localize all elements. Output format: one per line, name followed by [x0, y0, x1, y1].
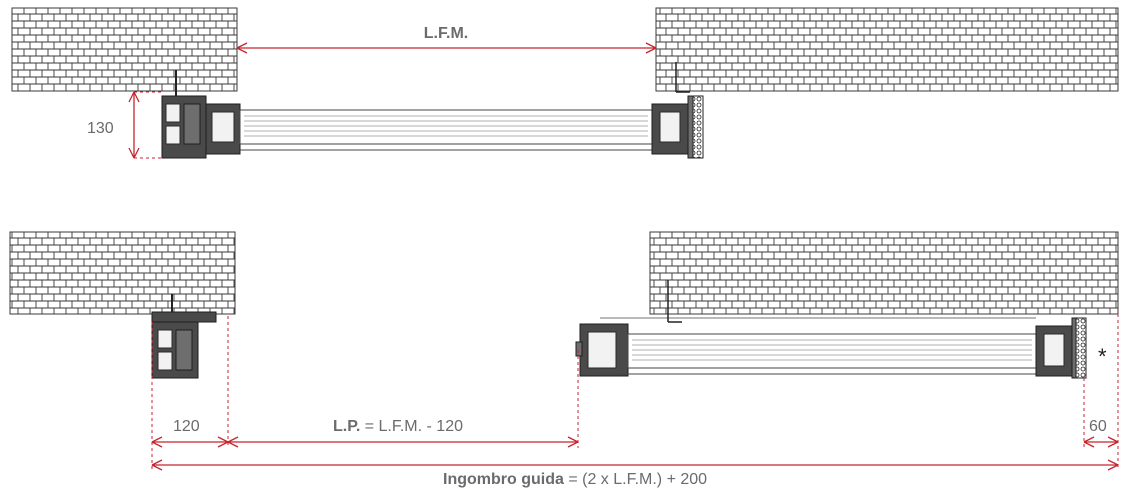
ingombro-formula: = (2 x L.F.M.) + 200	[564, 471, 707, 488]
top-left-wall	[11, 7, 238, 92]
lp-bold: L.P.	[333, 418, 360, 435]
top-glass-sash	[239, 109, 653, 151]
bottom-right-wall	[649, 231, 1119, 315]
bottom-assembly: * 120 L.P. = L.F.M. - 120 60	[9, 231, 1119, 488]
lfm-label: L.F.M.	[424, 25, 468, 42]
top-right-wall	[655, 7, 1119, 92]
ingombro-label: Ingombro guida = (2 x L.F.M.) + 200	[443, 471, 707, 488]
dim-60: 60	[1083, 418, 1119, 448]
height-130-label: 130	[87, 120, 114, 137]
dim-ingombro: Ingombro guida = (2 x L.F.M.) + 200	[151, 459, 1119, 488]
dim-60-label: 60	[1089, 418, 1107, 435]
bottom-left-wall	[9, 231, 236, 315]
top-brush-seal	[692, 95, 704, 159]
dim-lp: L.P. = L.F.M. - 120	[227, 418, 579, 448]
lp-formula: = L.F.M. - 120	[360, 418, 463, 435]
bottom-left-guide-profile	[151, 294, 217, 379]
dim-120-label: 120	[173, 418, 200, 435]
height-dimension: 130	[87, 91, 162, 159]
bottom-brush-seal	[1075, 317, 1087, 379]
bottom-moving-sash	[575, 317, 1037, 377]
top-assembly: L.F.M. 130	[11, 7, 1119, 159]
lp-label: L.P. = L.F.M. - 120	[333, 418, 463, 435]
asterisk-mark: *	[1098, 344, 1107, 369]
ingombro-bold: Ingombro guida	[443, 471, 564, 488]
dim-120: 120	[151, 418, 229, 448]
top-left-guide-profile	[161, 70, 241, 159]
lfm-dimension: L.F.M.	[236, 25, 657, 54]
bottom-right-guide-profile: *	[667, 280, 1107, 379]
top-right-guide-profile	[651, 62, 704, 159]
